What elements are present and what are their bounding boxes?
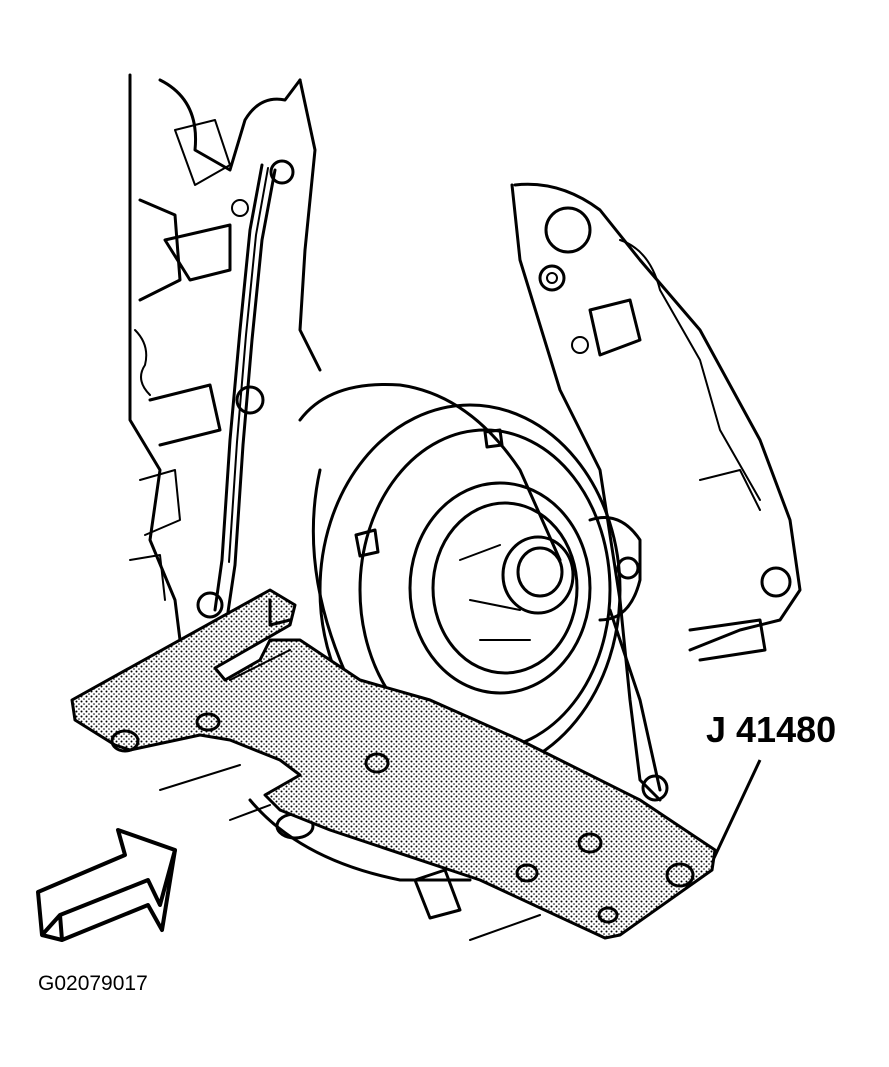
crankshaft-balancer xyxy=(298,382,622,782)
chain-guide xyxy=(196,159,295,619)
tensioner-arm xyxy=(588,516,669,802)
tool-j41480 xyxy=(70,588,717,940)
figure-id-label: G02079017 xyxy=(38,972,148,995)
engine-block-left xyxy=(128,73,322,642)
oil-pan-area xyxy=(159,764,541,941)
callout-leader xyxy=(712,759,762,859)
tool-callout-label: J 41480 xyxy=(706,709,836,750)
arrow-icon xyxy=(36,828,177,942)
front-cover-right xyxy=(510,182,802,802)
